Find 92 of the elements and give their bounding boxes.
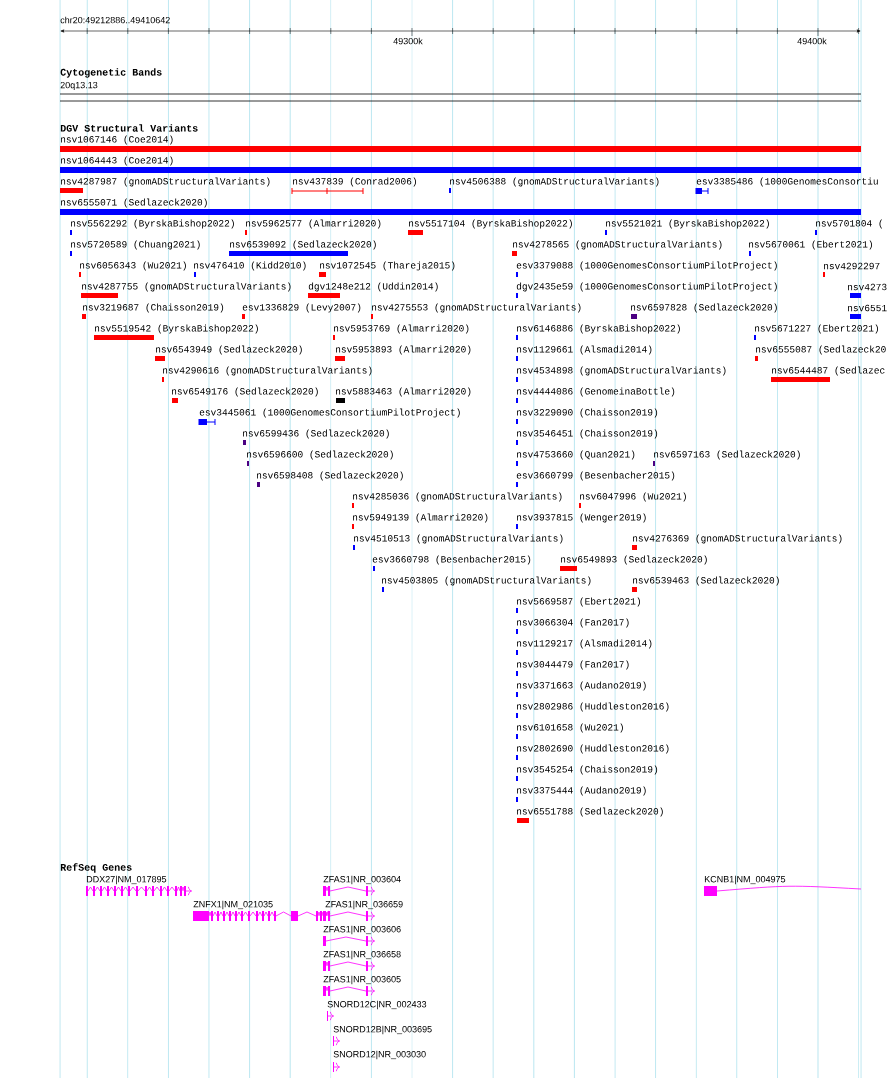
- variant-label: nsv3371663 (Audano2019): [517, 681, 646, 691]
- variant-label: nsv5519542 (ByrskaBishop2022): [95, 324, 258, 334]
- variant-label: nsv6551: [848, 304, 887, 312]
- variant-label: nsv6543949 (Sedlazeck2020): [156, 345, 302, 355]
- variant-label: nsv6599436 (Sedlazeck2020): [243, 429, 389, 439]
- variant-label: nsv3375444 (Audano2019): [517, 786, 646, 796]
- variant-label: nsv6544487 (Sedlazec: [772, 366, 885, 376]
- gene-label: ZFAS1|NR_003604: [323, 875, 401, 885]
- variant-label: nsv5521021 (ByrskaBishop2022): [606, 219, 769, 229]
- variant-label: dgv2435e59 (1000GenomesConsortiumPilotProject): [516, 282, 777, 292]
- variant-label: nsv6555087 (Sedlazeck20: [756, 345, 886, 355]
- variant-label: nsv6555071 (Sedlazeck2020): [61, 198, 207, 208]
- variant-label: nsv4503805 (gnomADStructuralVariants): [382, 576, 591, 586]
- variant-label: esv3660799 (Besenbacher2015): [516, 471, 675, 481]
- gene-label: ZFAS1|NR_036658: [323, 950, 401, 960]
- variant-label: nsv1129661 (Alsmadi2014): [517, 345, 652, 355]
- variant-label: esv3379088 (1000GenomesConsortiumPilotProject): [516, 261, 777, 271]
- region-label: 20q13.13: [60, 81, 98, 91]
- variant-label: nsv3044479 (Fan2017): [517, 660, 629, 670]
- variant-label: esv1336829 (Levy2007): [242, 303, 361, 313]
- gene-label: KCNB1|NM_004975: [704, 875, 786, 885]
- variant-label: nsv3546451 (Chaisson2019): [517, 429, 658, 439]
- variant-label: nsv4444086 (GenomeinaBottle): [517, 387, 675, 397]
- gene-label: SNORD12C|NR_002433: [327, 1000, 427, 1010]
- variant-label: nsv3937815 (Wenger2019): [517, 513, 646, 523]
- variant-label: nsv476410 (Kidd2010): [194, 261, 306, 271]
- variant-label: nsv4275553 (gnomADStructuralVariants): [372, 303, 581, 313]
- gene-label: ZFAS1|NR_036659: [325, 900, 403, 910]
- region-label: chr20:49212886..49410642: [60, 16, 170, 24]
- variant-label: nsv4287987 (gnomADStructuralVariants): [61, 177, 270, 187]
- variant-label: nsv5883463 (Almarri2020): [336, 387, 471, 397]
- gene-label: ZNFX1|NM_021035: [193, 900, 273, 910]
- variant-label: nsv5701804 (: [816, 219, 883, 229]
- variant-label: nsv4292297: [824, 262, 880, 270]
- variant-label: nsv4290616 (gnomADStructuralVariants): [163, 366, 372, 376]
- variant-label: nsv5953769 (Almarri2020): [334, 324, 469, 334]
- gene-label: SNORD12B|NR_003695: [333, 1025, 432, 1035]
- variant-label: nsv1072545 (Thareja2015): [320, 261, 455, 271]
- variant-label: esv3660798 (Besenbacher2015): [372, 555, 531, 565]
- variant-label: nsv3219687 (Chaisson2019): [83, 303, 224, 313]
- variant-label: nsv5962577 (Almarri2020): [246, 219, 381, 229]
- variant-label: nsv6597163 (Sedlazeck2020): [654, 450, 800, 460]
- variant-label: nsv6597828 (Sedlazeck2020): [631, 303, 777, 313]
- variant-label: esv3385486 (1000GenomesConsortiu: [696, 177, 878, 187]
- variant-label: nsv4273: [848, 283, 887, 291]
- variant-label: nsv2802690 (Huddleston2016): [517, 744, 669, 754]
- variant-label: nsv5949139 (Almarri2020): [353, 513, 488, 523]
- variant-label: nsv437839 (Conrad2006): [293, 177, 416, 187]
- variant-label: nsv6539092 (Sedlazeck2020): [230, 240, 376, 250]
- variant-label: nsv6539463 (Sedlazeck2020): [633, 576, 779, 586]
- variant-label: nsv3229090 (Chaisson2019): [517, 408, 658, 418]
- gene-label: DDX27|NM_017895: [86, 875, 167, 885]
- track-title: DGV Structural Variants: [60, 124, 198, 132]
- track-title: Cytogenetic Bands: [60, 68, 162, 78]
- variant-label: nsv2802986 (Huddleston2016): [517, 702, 669, 712]
- variant-label: nsv5669587 (Ebert2021): [517, 597, 640, 607]
- variant-label: nsv4276369 (gnomADStructuralVariants): [633, 534, 842, 544]
- variant-label: nsv1129217 (Alsmadi2014): [517, 639, 652, 649]
- variant-label: nsv5517104 (ByrskaBishop2022): [409, 219, 572, 229]
- variant-label: nsv6596600 (Sedlazeck2020): [247, 450, 393, 460]
- variant-label: nsv4278565 (gnomADStructuralVariants): [513, 240, 722, 250]
- variant-label: nsv6598408 (Sedlazeck2020): [257, 471, 403, 481]
- variant-label: nsv6551788 (Sedlazeck2020): [517, 807, 663, 817]
- gene-label: ZFAS1|NR_003605: [323, 975, 401, 985]
- variant-label: nsv3545254 (Chaisson2019): [517, 765, 658, 775]
- variant-label: nsv5671227 (Ebert2021): [755, 324, 878, 334]
- variant-label: nsv6549893 (Sedlazeck2020): [561, 555, 707, 565]
- variant-label: nsv5562292 (ByrskaBishop2022): [71, 219, 234, 229]
- track-title: RefSeq Genes: [60, 863, 132, 873]
- variant-label: nsv4506388 (gnomADStructuralVariants): [450, 177, 659, 187]
- variant-label: nsv6146886 (ByrskaBishop2022): [517, 324, 680, 334]
- variant-label: nsv4287755 (gnomADStructuralVariants): [82, 282, 291, 292]
- variant-label: nsv6056343 (Wu2021): [80, 261, 186, 271]
- variant-label: nsv1064443 (Coe2014): [61, 156, 173, 166]
- variant-label: nsv4753660 (Quan2021): [517, 450, 635, 460]
- tick-label: 49300k: [393, 37, 423, 45]
- gene-label: SNORD12|NR_003030: [333, 1050, 426, 1060]
- gene-label: ZFAS1|NR_003606: [323, 925, 401, 935]
- variant-label: nsv4534898 (gnomADStructuralVariants): [517, 366, 726, 376]
- variant-label: nsv5670061 (Ebert2021): [749, 240, 872, 250]
- variant-label: nsv6549176 (Sedlazeck2020): [172, 387, 318, 397]
- variant-label: nsv4285036 (gnomADStructuralVariants): [353, 492, 562, 502]
- variant-label: nsv1067146 (Coe2014): [61, 135, 173, 145]
- variant-label: dgv1248e212 (Uddin2014): [308, 282, 438, 292]
- variant-label: nsv5720589 (Chuang2021): [71, 240, 200, 250]
- variant-label: nsv4510513 (gnomADStructuralVariants): [354, 534, 563, 544]
- variant-label: nsv3066304 (Fan2017): [517, 618, 629, 628]
- variant-label: nsv6101658 (Wu2021): [517, 723, 623, 733]
- tick-label: 49400k: [797, 37, 827, 45]
- variant-label: esv3445061 (1000GenomesConsortiumPilotProject): [199, 408, 460, 418]
- variant-label: nsv5953893 (Almarri2020): [336, 345, 471, 355]
- variant-label: nsv6047996 (Wu2021): [580, 492, 686, 502]
